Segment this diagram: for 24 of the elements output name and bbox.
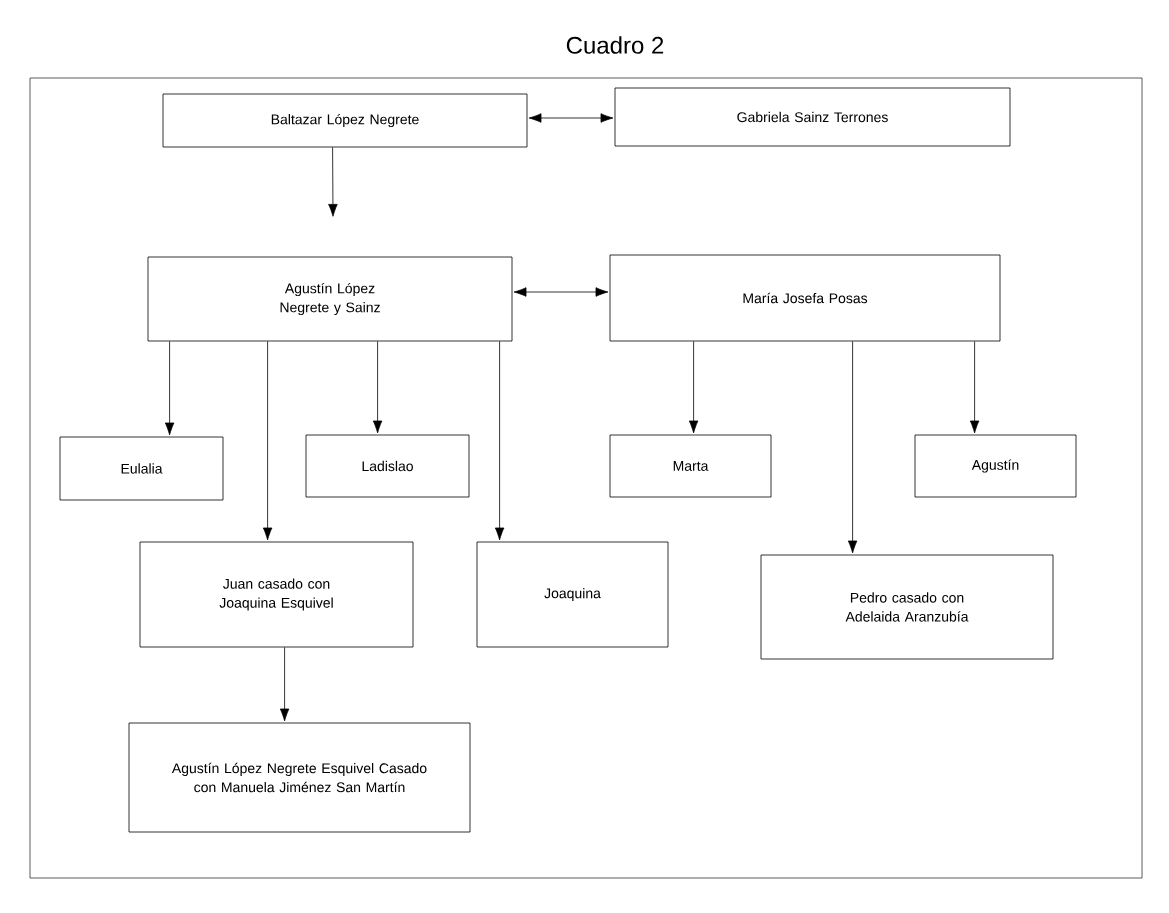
arrow [262, 341, 273, 541]
arrow [688, 341, 699, 434]
person-box: Agustín López Negrete Esquivel Casado con Manuela Jiménez San Martín [128, 722, 471, 833]
person-box: Gabriela Sainz Terrones [614, 87, 1011, 147]
person-box: Ladislao [305, 434, 470, 498]
person-box: Eulalia [59, 436, 224, 501]
person-box: Marta [609, 434, 772, 498]
arrow [528, 113, 614, 123]
arrow [494, 341, 505, 541]
arrow [279, 647, 290, 722]
person-box: María Josefa Posas [609, 254, 1001, 342]
arrow [969, 341, 980, 434]
person-box: Agustín [914, 434, 1077, 498]
arrow [164, 341, 175, 436]
person-box: Juan casado con Joaquina Esquivel [139, 541, 414, 648]
person-box: Joaquina [476, 541, 669, 648]
person-box: Agustín López Negrete y Sainz [147, 256, 513, 342]
title: Cuadro 2 [566, 36, 664, 54]
arrow [372, 341, 383, 434]
person-box: Baltazar López Negrete [162, 93, 528, 148]
arrow [847, 341, 858, 554]
arrow [513, 287, 609, 297]
arrow [328, 147, 338, 217]
person-box: Pedro casado con Adelaida Aranzubía [760, 554, 1054, 660]
